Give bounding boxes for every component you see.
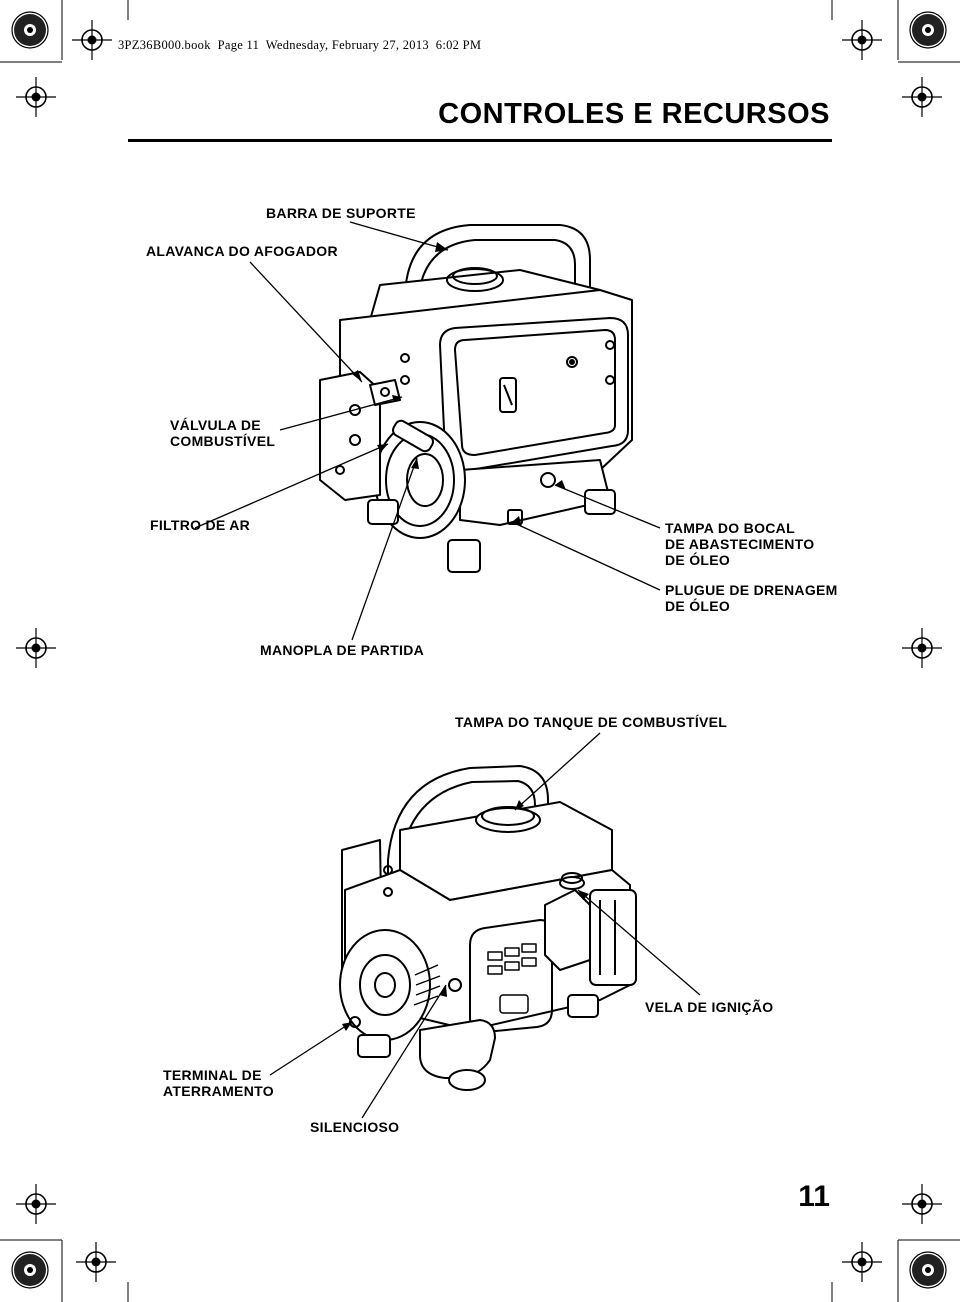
generator-illustration-top	[319, 224, 633, 573]
callout-plugue-drenagem: PLUGUE DE DRENAGEM DE ÓLEO	[665, 582, 838, 614]
callout-barra-suporte: BARRA DE SUPORTE	[266, 205, 416, 221]
title-divider	[128, 139, 832, 142]
page-number: 11	[798, 1180, 830, 1213]
print-info-line: 3PZ36B000.book Page 11 Wednesday, Februa…	[118, 38, 482, 52]
callout-silencioso: SILENCIOSO	[310, 1119, 400, 1135]
generator-illustration-bottom	[339, 765, 637, 1091]
leader-arrows-bottom	[342, 800, 589, 1031]
corner-target-icon	[11, 11, 49, 49]
leader-lines-bottom	[269, 732, 701, 1119]
callout-alavanca-afogador: ALAVANCA DO AFOGADOR	[146, 243, 338, 259]
leader-lines-top	[194, 221, 661, 641]
registration-mark-icon	[15, 19, 943, 1283]
leader-arrows-top	[352, 242, 566, 527]
callout-manopla-partida: MANOPLA DE PARTIDA	[260, 642, 425, 658]
callout-vela-ignicao: VELA DE IGNIÇÃO	[645, 999, 774, 1015]
callout-tampa-bocal: TAMPA DO BOCAL DE ABASTECIMENTO DE ÓLEO	[665, 520, 815, 568]
callout-filtro-ar: FILTRO DE AR	[150, 517, 251, 533]
corner-target-icon	[11, 1251, 49, 1289]
callout-terminal-aterramento: TERMINAL DE ATERRAMENTO	[163, 1067, 274, 1099]
page-title: CONTROLES E RECURSOS	[438, 98, 830, 130]
corner-target-icon	[909, 1251, 947, 1289]
corner-target-icon	[909, 11, 947, 49]
callout-tampa-tanque: TAMPA DO TANQUE DE COMBUSTÍVEL	[455, 714, 728, 730]
callout-valvula-combustivel: VÁLVULA DE COMBUSTÍVEL	[170, 417, 276, 449]
